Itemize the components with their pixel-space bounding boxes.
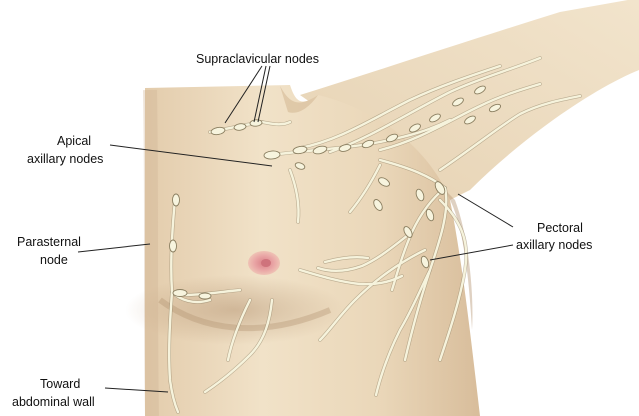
label-pectoral-line2: axillary nodes: [516, 238, 592, 252]
parasternal-node: [173, 290, 187, 297]
label-toward-line2: abdominal wall: [12, 395, 95, 409]
breast-node: [199, 293, 211, 299]
nipple: [261, 259, 271, 267]
label-toward-line1: Toward: [40, 377, 80, 391]
label-parasternal-line1: Parasternal: [17, 235, 81, 249]
label-supraclavicular: Supraclavicular nodes: [196, 52, 319, 66]
pectoral-leader-1: [458, 194, 513, 227]
label-apical-line1: Apical: [57, 134, 91, 148]
label-apical-line2: axillary nodes: [27, 152, 103, 166]
parasternal-leader: [78, 244, 150, 252]
parasternal-node: [170, 240, 177, 252]
label-pectoral-line1: Pectoral: [537, 221, 583, 235]
parasternal-node: [173, 194, 180, 206]
label-parasternal-line2: node: [40, 253, 68, 267]
